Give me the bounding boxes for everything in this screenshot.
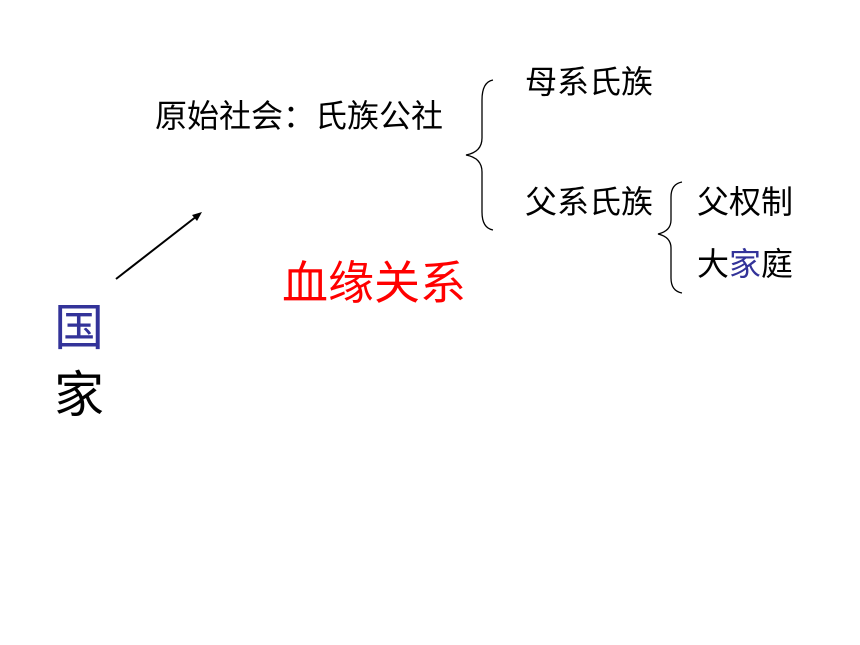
state-char-guo: 国 [54, 299, 104, 357]
patrilineal-clan-label: 父系氏族 [525, 183, 654, 221]
arrow-head [192, 212, 202, 221]
large-brace [465, 79, 494, 231]
primitive-society-label: 原始社会：氏族公社 [155, 97, 444, 135]
small-brace [657, 181, 683, 294]
blood-relation-label: 血缘关系 [282, 256, 466, 310]
extended-family-label: 大家庭 [697, 248, 793, 280]
matrilineal-clan-label: 母系氏族 [525, 63, 654, 101]
extended-family-part1: 大 [697, 245, 730, 283]
patriarchy-label: 父权制 [697, 183, 794, 221]
state-char-jia: 家 [54, 366, 104, 424]
arrow-line [115, 215, 198, 280]
extended-family-part2: 家 [729, 245, 762, 283]
extended-family-part3: 庭 [761, 245, 794, 283]
